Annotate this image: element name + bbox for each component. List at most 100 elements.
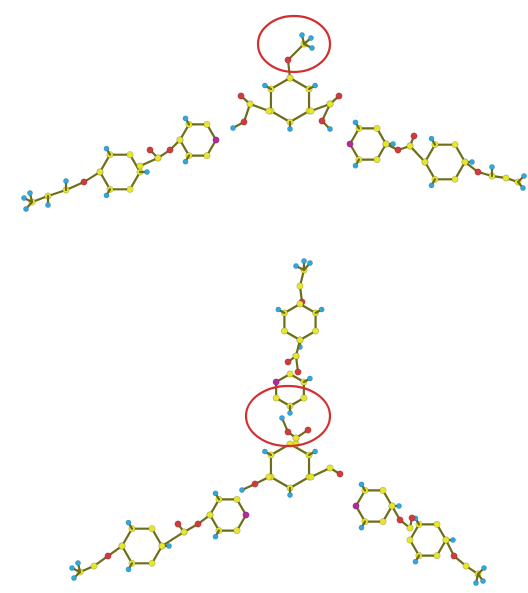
bond bbox=[98, 170, 112, 191]
hydrogen-atom bbox=[358, 524, 365, 531]
carbon-atom bbox=[180, 528, 188, 536]
oxygen-atom bbox=[240, 118, 248, 126]
hydrogen-atom bbox=[45, 202, 51, 208]
oxygen-atom bbox=[284, 358, 292, 366]
hydrogen-atom bbox=[239, 487, 245, 493]
hydrogen-atom bbox=[287, 126, 293, 132]
carbon-atom bbox=[312, 327, 320, 335]
oxygen-atom bbox=[284, 428, 292, 436]
oxygen-atom bbox=[410, 132, 418, 140]
oxygen-atom bbox=[237, 92, 245, 100]
hydrogen-atom bbox=[352, 119, 359, 126]
carbon-atom bbox=[406, 142, 414, 150]
hydrogen-atom bbox=[75, 560, 81, 566]
carbon-atom bbox=[373, 156, 381, 164]
hydrogen-atom bbox=[358, 481, 365, 488]
hydrogen-atom bbox=[480, 578, 486, 584]
oxygen-atom bbox=[294, 368, 302, 376]
hydrogen-atom bbox=[309, 45, 315, 51]
carbon-atom bbox=[502, 174, 510, 182]
carbon-atom bbox=[126, 185, 134, 193]
carbon-atom bbox=[296, 336, 304, 344]
hydrogen-atom bbox=[144, 169, 150, 175]
bond bbox=[98, 153, 112, 174]
bond bbox=[288, 76, 311, 91]
carbon-atom bbox=[233, 495, 241, 503]
bond bbox=[453, 143, 467, 164]
carbon-atom bbox=[136, 162, 144, 170]
hydrogen-atom bbox=[182, 115, 189, 122]
carbon-atom bbox=[421, 158, 429, 166]
bond bbox=[423, 143, 437, 164]
hydrogen-atom bbox=[71, 575, 77, 581]
nitrogen-atom bbox=[346, 140, 354, 148]
oxygen-atom bbox=[284, 56, 292, 64]
hydrogen-atom bbox=[396, 503, 402, 509]
carbon-atom bbox=[286, 370, 294, 378]
hydrogen-atom bbox=[21, 195, 27, 201]
carbon-atom bbox=[296, 282, 304, 290]
bond bbox=[120, 544, 134, 565]
carbon-atom bbox=[326, 100, 334, 108]
oxygen-atom bbox=[146, 146, 154, 154]
hydrogen-atom bbox=[125, 519, 132, 526]
hydrogen-atom bbox=[520, 185, 526, 191]
carbon-atom bbox=[373, 124, 381, 132]
carbon-atom bbox=[379, 486, 387, 494]
hydrogen-atom bbox=[301, 258, 307, 264]
bond bbox=[138, 156, 160, 168]
hydrogen-atom bbox=[279, 415, 285, 421]
panel-bottom-structure bbox=[69, 258, 487, 586]
carbon-atom bbox=[326, 464, 334, 472]
hydrogen-atom bbox=[450, 537, 456, 543]
carbon-atom bbox=[300, 394, 308, 402]
highlight-circle bbox=[244, 384, 332, 448]
hydrogen-atom bbox=[481, 565, 487, 571]
oxygen-atom bbox=[318, 117, 326, 125]
bond bbox=[160, 530, 186, 548]
hydrogen-atom bbox=[261, 448, 268, 455]
hydrogen-atom bbox=[312, 448, 319, 455]
carbon-atom bbox=[461, 158, 469, 166]
carbon-atom bbox=[442, 536, 450, 544]
hydrogen-atom bbox=[69, 565, 75, 571]
nitrogen-atom bbox=[212, 136, 220, 144]
hydrogen-atom bbox=[27, 190, 33, 196]
oxygen-atom bbox=[174, 520, 182, 528]
carbon-atom bbox=[154, 154, 162, 162]
oxygen-atom bbox=[396, 516, 404, 524]
carbon-atom bbox=[118, 542, 126, 550]
oxygen-atom bbox=[304, 426, 312, 434]
hydrogen-atom bbox=[287, 492, 293, 498]
carbon-atom bbox=[406, 536, 414, 544]
carbon-atom bbox=[379, 518, 387, 526]
bond bbox=[269, 475, 292, 490]
carbon-atom bbox=[203, 120, 211, 128]
carbon-atom bbox=[462, 562, 470, 570]
hydrogen-atom bbox=[318, 306, 325, 313]
oxygen-atom bbox=[166, 146, 174, 154]
carbon-atom bbox=[126, 151, 134, 159]
carbon-atom bbox=[203, 152, 211, 160]
hydrogen-atom bbox=[293, 263, 299, 269]
bond bbox=[248, 102, 271, 113]
hydrogen-atom bbox=[352, 162, 359, 169]
nitrogen-atom bbox=[352, 502, 360, 510]
hydrogen-atom bbox=[212, 490, 219, 497]
bond bbox=[64, 180, 86, 192]
bond bbox=[309, 102, 332, 113]
oxygen-atom bbox=[104, 552, 112, 560]
carbon-atom bbox=[246, 100, 254, 108]
bond bbox=[408, 144, 427, 164]
hydrogen-atom bbox=[327, 126, 333, 132]
oxygen-atom bbox=[394, 146, 402, 154]
bond bbox=[453, 160, 467, 181]
oxygen-atom bbox=[408, 514, 416, 522]
bond bbox=[309, 466, 332, 479]
bond bbox=[120, 527, 134, 548]
bond bbox=[269, 109, 292, 124]
carbon-atom bbox=[96, 168, 104, 176]
carbon-atom bbox=[433, 520, 441, 528]
highlight-circle bbox=[256, 14, 332, 74]
hydrogen-atom bbox=[182, 158, 189, 165]
